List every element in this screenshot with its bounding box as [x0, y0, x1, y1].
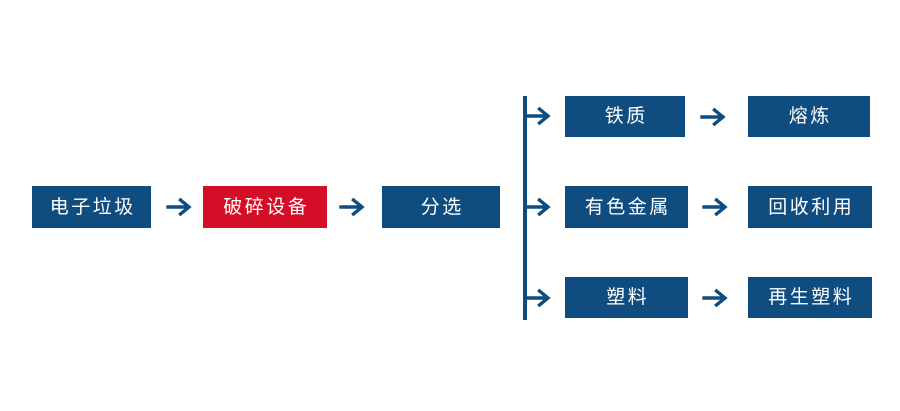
node-plastic-output[interactable]: 再生塑料	[748, 277, 872, 318]
branch-arrow-right-icon	[525, 194, 555, 220]
node-e-waste[interactable]: 电子垃圾	[32, 186, 151, 228]
arrow-right-icon	[700, 104, 730, 130]
arrow-right-icon	[166, 194, 196, 220]
branch-arrow-right-icon	[525, 285, 555, 311]
node-non-ferrous-output[interactable]: 回收利用	[748, 186, 872, 228]
node-sorting[interactable]: 分选	[382, 186, 500, 228]
node-plastic-material[interactable]: 塑料	[565, 277, 688, 318]
arrow-right-icon	[339, 194, 369, 220]
node-ferrous-material[interactable]: 铁质	[565, 96, 685, 137]
arrow-right-icon	[702, 285, 732, 311]
branch-arrow-right-icon	[525, 103, 555, 129]
node-ferrous-output[interactable]: 熔炼	[748, 96, 870, 137]
node-crusher[interactable]: 破碎设备	[203, 186, 327, 228]
node-non-ferrous-material[interactable]: 有色金属	[565, 186, 688, 228]
arrow-right-icon	[702, 194, 732, 220]
